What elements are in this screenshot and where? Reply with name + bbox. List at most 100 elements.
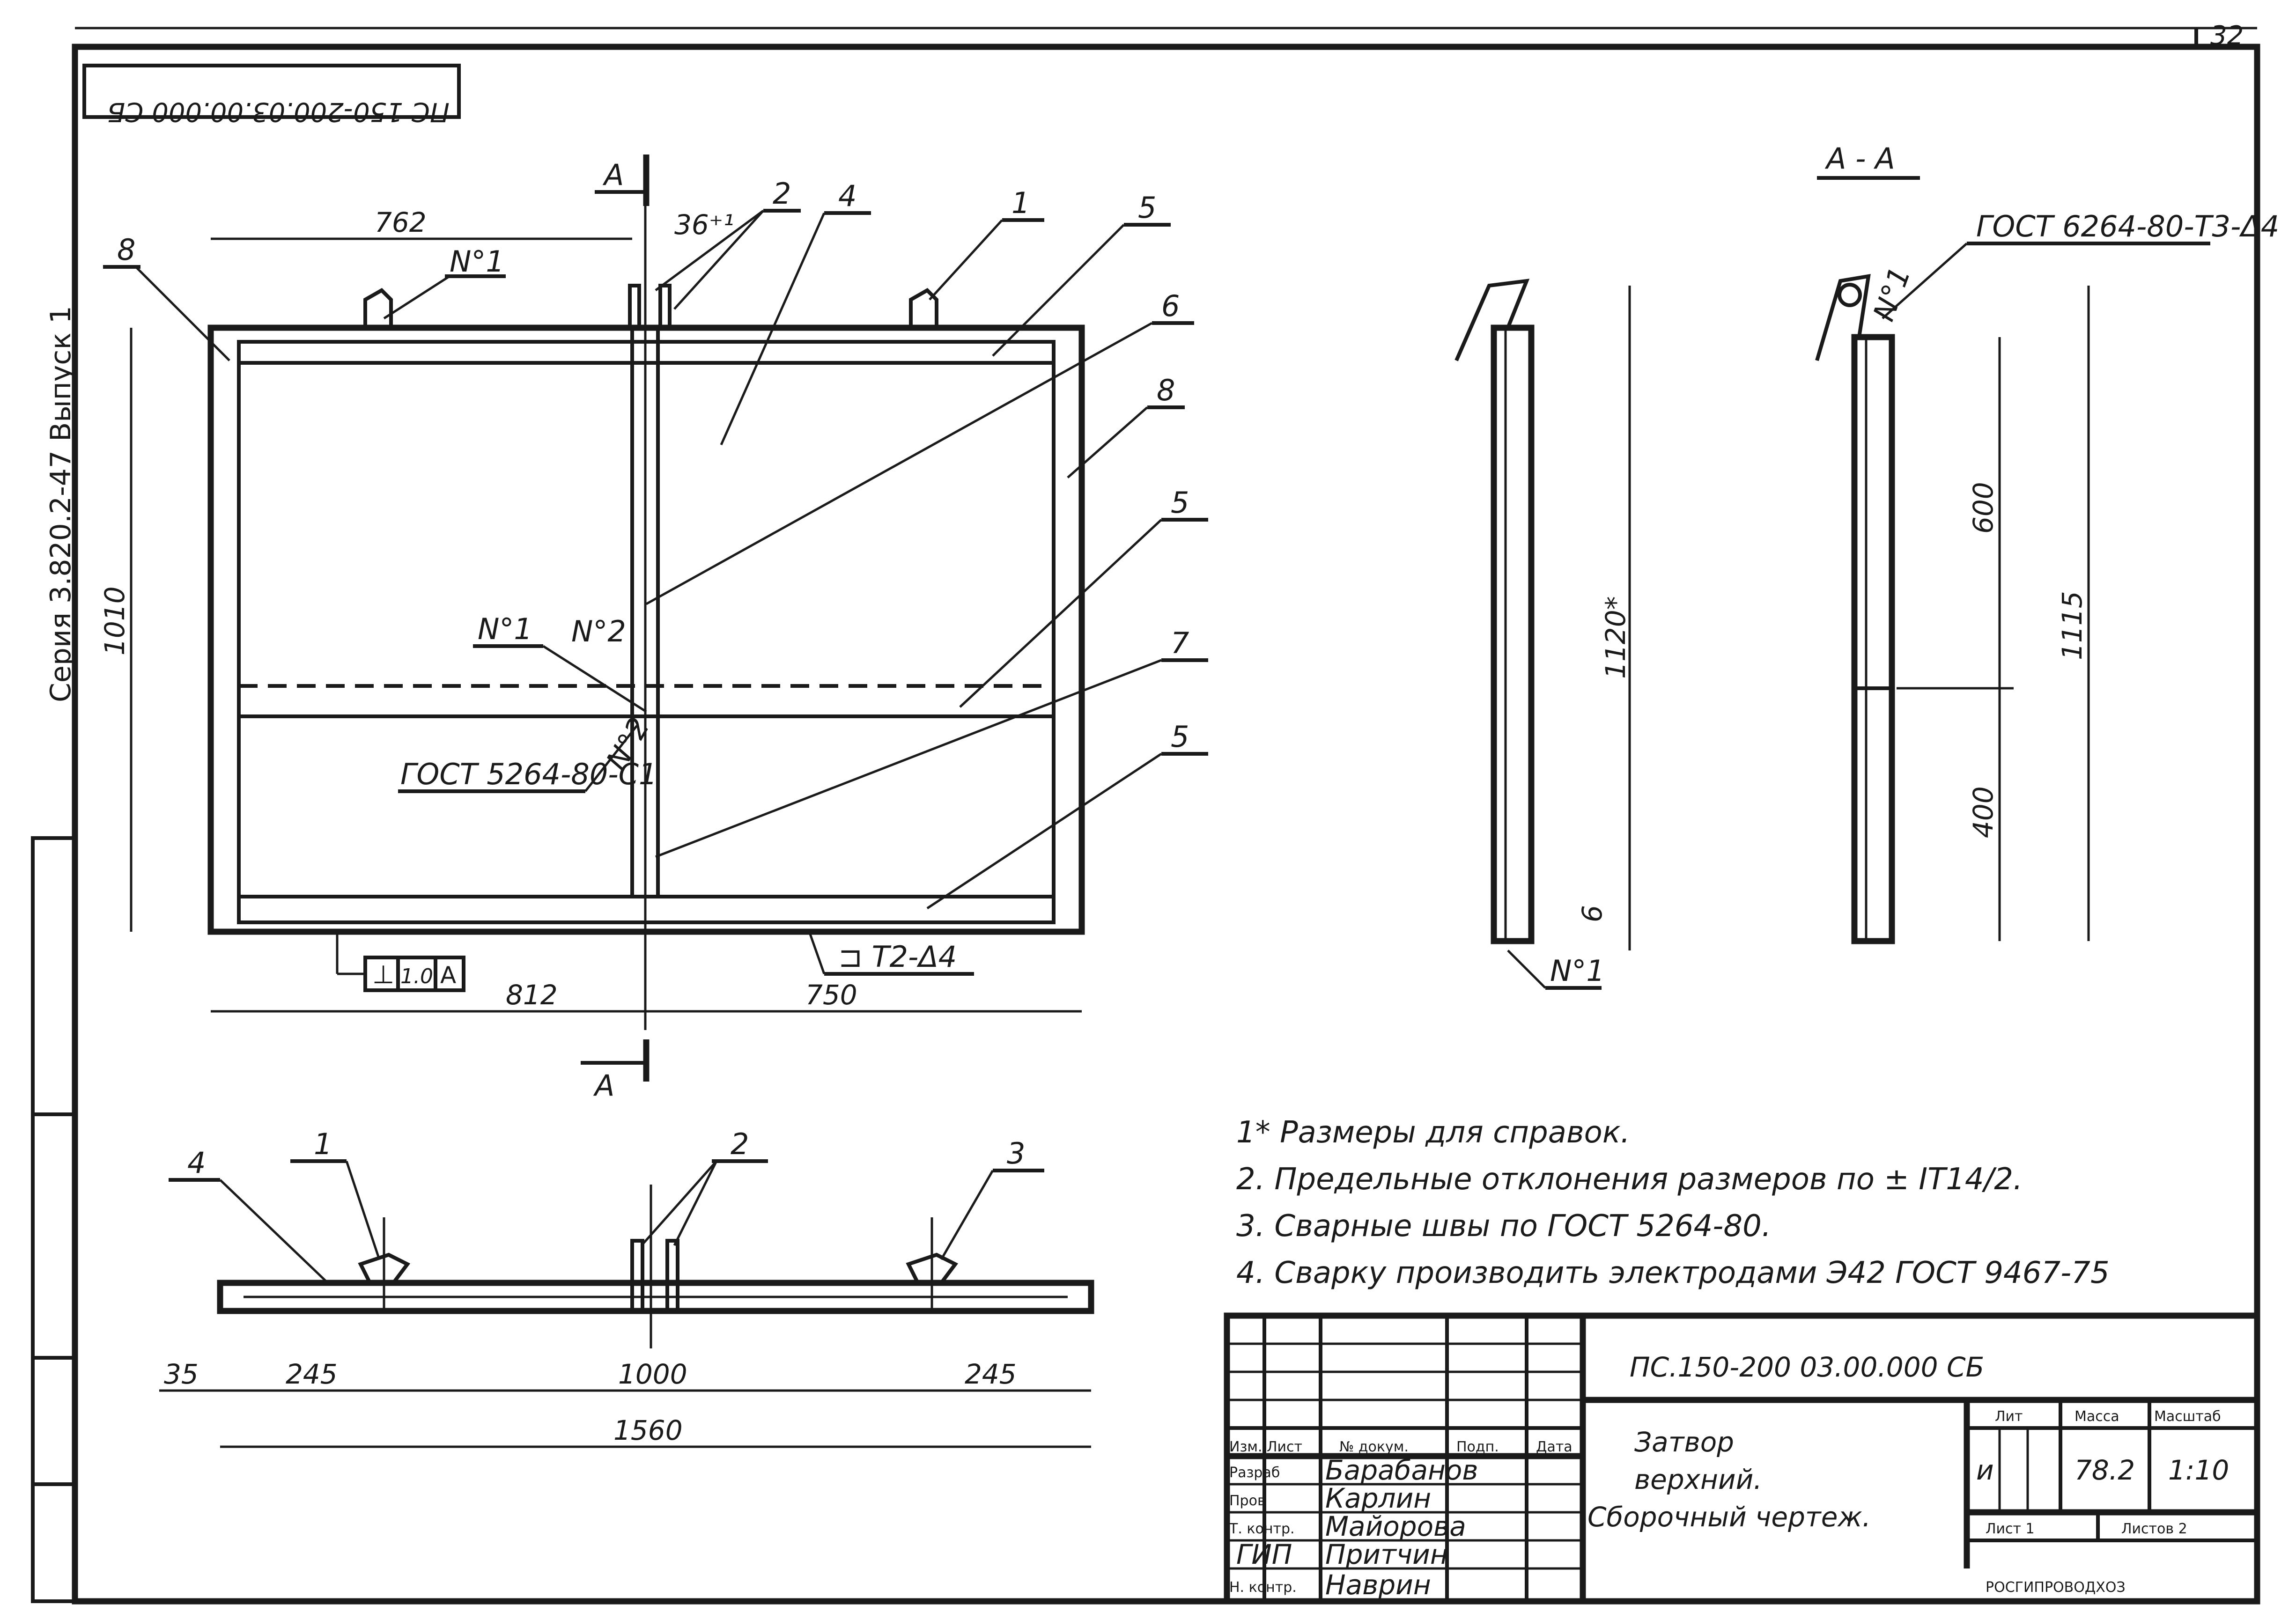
note-2: 2. Предельные отклонения размеров по ± I… bbox=[1236, 1162, 2023, 1197]
tb-mass-label: Масса bbox=[2075, 1408, 2119, 1425]
front-view: 762 36⁺¹ 1010 812 750 А А 8 2 4 1 5 6 bbox=[99, 155, 1208, 1103]
callout-5-mid-leader bbox=[959, 519, 1162, 708]
tb-sheet: Лист 1 bbox=[1986, 1521, 2035, 1537]
weld-std-label: ГОСТ 5264-80-С1 bbox=[400, 757, 657, 791]
callout-2: 2 bbox=[773, 177, 791, 211]
tb-scale-label: Масштаб bbox=[2154, 1408, 2221, 1425]
dim-bottom-left: 812 bbox=[506, 979, 558, 1011]
section-dim-1115: 1115 bbox=[2056, 591, 2088, 660]
section-mark-bottom: А bbox=[593, 1068, 614, 1103]
section-dim-1120: 1120* bbox=[1600, 596, 1632, 679]
front-hinge-right bbox=[909, 288, 938, 328]
plan-callout-3-leader bbox=[940, 1170, 994, 1260]
plan-callout-2-leader-a bbox=[641, 1160, 717, 1246]
callout-8-right: 8 bbox=[1157, 373, 1175, 407]
section-weld-std: ГОСТ 6264-80-Т3-Δ4 bbox=[1976, 209, 2279, 243]
section-view: А - А 1120* 6 N°1 ГОСТ 6264-80-Т3-Δ4 N°1… bbox=[1454, 141, 2279, 990]
section-dim-600: 600 bbox=[1967, 482, 1999, 534]
tb-scale-value: 1:10 bbox=[2168, 1454, 2229, 1486]
tb-h-doc: № докум. bbox=[1339, 1439, 1409, 1455]
callout-1: 1 bbox=[1011, 186, 1030, 220]
callout-8-left-leader bbox=[135, 266, 230, 361]
plan-view: 4 1 2 3 35 245 1000 245 1560 bbox=[159, 1127, 1094, 1448]
tb-lit-label: Лит bbox=[1995, 1408, 2023, 1425]
dim-height: 1010 bbox=[99, 586, 131, 655]
dim-top-gap: 36⁺¹ bbox=[674, 209, 734, 241]
plan-callout-4-leader bbox=[219, 1179, 329, 1284]
plan-body bbox=[217, 1280, 1094, 1314]
section-dim-6: 6 bbox=[1576, 905, 1608, 922]
tb-title-2: верхний. bbox=[1634, 1464, 1762, 1495]
callout-7: 7 bbox=[1171, 626, 1189, 660]
top-stamp-box bbox=[82, 64, 461, 119]
tb-lit-value: и bbox=[1976, 1454, 1994, 1486]
tb-mass-value: 78.2 bbox=[2075, 1454, 2135, 1486]
dim-bottom-right: 750 bbox=[805, 979, 857, 1011]
callout-5-top: 5 bbox=[1138, 191, 1156, 225]
tb-title-3: Сборочный чертеж. bbox=[1587, 1501, 1871, 1533]
plan-bar-left bbox=[630, 1239, 644, 1313]
tb-sheets: Листов 2 bbox=[2121, 1521, 2187, 1537]
page-number: 32 bbox=[2210, 21, 2244, 51]
side-series-label: Серия 3.820.2-47 Выпуск 1 bbox=[44, 306, 77, 702]
tb-title-1: Затвор bbox=[1634, 1426, 1734, 1458]
sheet-frame bbox=[72, 44, 2260, 1605]
callout-5-top-leader bbox=[992, 224, 1125, 357]
section-right-plate bbox=[1851, 334, 1895, 944]
section-left-plate bbox=[1491, 324, 1535, 944]
weld-n2-upper: N°2 bbox=[571, 614, 626, 648]
plan-dim-1000: 1000 bbox=[618, 1358, 687, 1390]
front-handle-left-bar bbox=[628, 284, 641, 330]
note-1: 1* Размеры для справок. bbox=[1236, 1115, 1630, 1150]
callout-1-leader bbox=[929, 219, 1003, 301]
dim-top-left: 762 bbox=[375, 206, 427, 238]
plan-callout-1: 1 bbox=[314, 1127, 332, 1161]
section-left-weld: N°1 bbox=[1550, 954, 1605, 988]
section-right-hinge bbox=[1815, 274, 1871, 361]
plan-dim-245-right: 245 bbox=[965, 1358, 1017, 1390]
weld-std-leader bbox=[584, 725, 638, 792]
callout-2-leader-a bbox=[655, 209, 764, 292]
plan-callout-2-leader-b bbox=[673, 1160, 718, 1246]
note-4: 4. Сварку производить электродами Э42 ГО… bbox=[1236, 1256, 2110, 1290]
weld-n1-top-leader bbox=[383, 275, 450, 320]
callout-8-right-leader bbox=[1067, 406, 1148, 479]
callout-6-leader bbox=[645, 322, 1153, 605]
tol-symbol: ⊥ bbox=[372, 960, 394, 989]
tb-name-5: Наврин bbox=[1325, 1569, 1431, 1601]
note-3: 3. Сварные швы по ГОСТ 5264-80. bbox=[1236, 1209, 1771, 1244]
weld-bottom-leader bbox=[809, 934, 826, 974]
callout-2-leader-b bbox=[673, 210, 764, 310]
tb-h-sign: Подп. bbox=[1456, 1439, 1499, 1455]
plan-callout-4: 4 bbox=[187, 1146, 206, 1180]
front-handle-right-bar bbox=[658, 284, 672, 330]
tol-frame bbox=[363, 956, 465, 992]
plan-dim-245-left: 245 bbox=[286, 1358, 338, 1390]
plan-dim-35: 35 bbox=[164, 1358, 199, 1390]
plan-callout-3: 3 bbox=[1007, 1136, 1025, 1171]
tol-datum: А bbox=[440, 962, 456, 989]
tb-h-date: Дата bbox=[1536, 1439, 1573, 1455]
tb-h-list: Лист bbox=[1267, 1439, 1302, 1455]
notes: 1* Размеры для справок. 2. Предельные от… bbox=[1236, 1115, 2110, 1290]
top-stamp-text: ПС 150-200.03.00.000 СБ bbox=[107, 96, 450, 127]
section-weld-std-leader bbox=[1882, 243, 1968, 319]
tb-role-3: Т. контр. bbox=[1229, 1521, 1295, 1537]
tb-name-3: Майорова bbox=[1325, 1510, 1466, 1542]
tb-h-izm: Изм. bbox=[1229, 1439, 1262, 1455]
callout-4-leader bbox=[720, 212, 826, 446]
callout-7-leader bbox=[655, 659, 1162, 858]
plan-callout-1-leader bbox=[345, 1161, 381, 1260]
plan-callout-2: 2 bbox=[731, 1127, 749, 1161]
weld-n1-mid-leader bbox=[542, 645, 647, 713]
section-right-pin bbox=[1838, 283, 1862, 307]
left-margin-box bbox=[31, 836, 77, 1603]
section-dim-400: 400 bbox=[1967, 786, 1999, 838]
callout-6: 6 bbox=[1161, 289, 1180, 323]
callout-5-bottom: 5 bbox=[1171, 720, 1189, 754]
tb-role-5: Н. контр. bbox=[1229, 1579, 1297, 1596]
section-right-weld: N°1 bbox=[1866, 262, 1917, 325]
callout-5-mid: 5 bbox=[1171, 486, 1189, 520]
tb-name-4: Притчин bbox=[1325, 1539, 1448, 1570]
section-left-weld-leader bbox=[1507, 950, 1546, 989]
